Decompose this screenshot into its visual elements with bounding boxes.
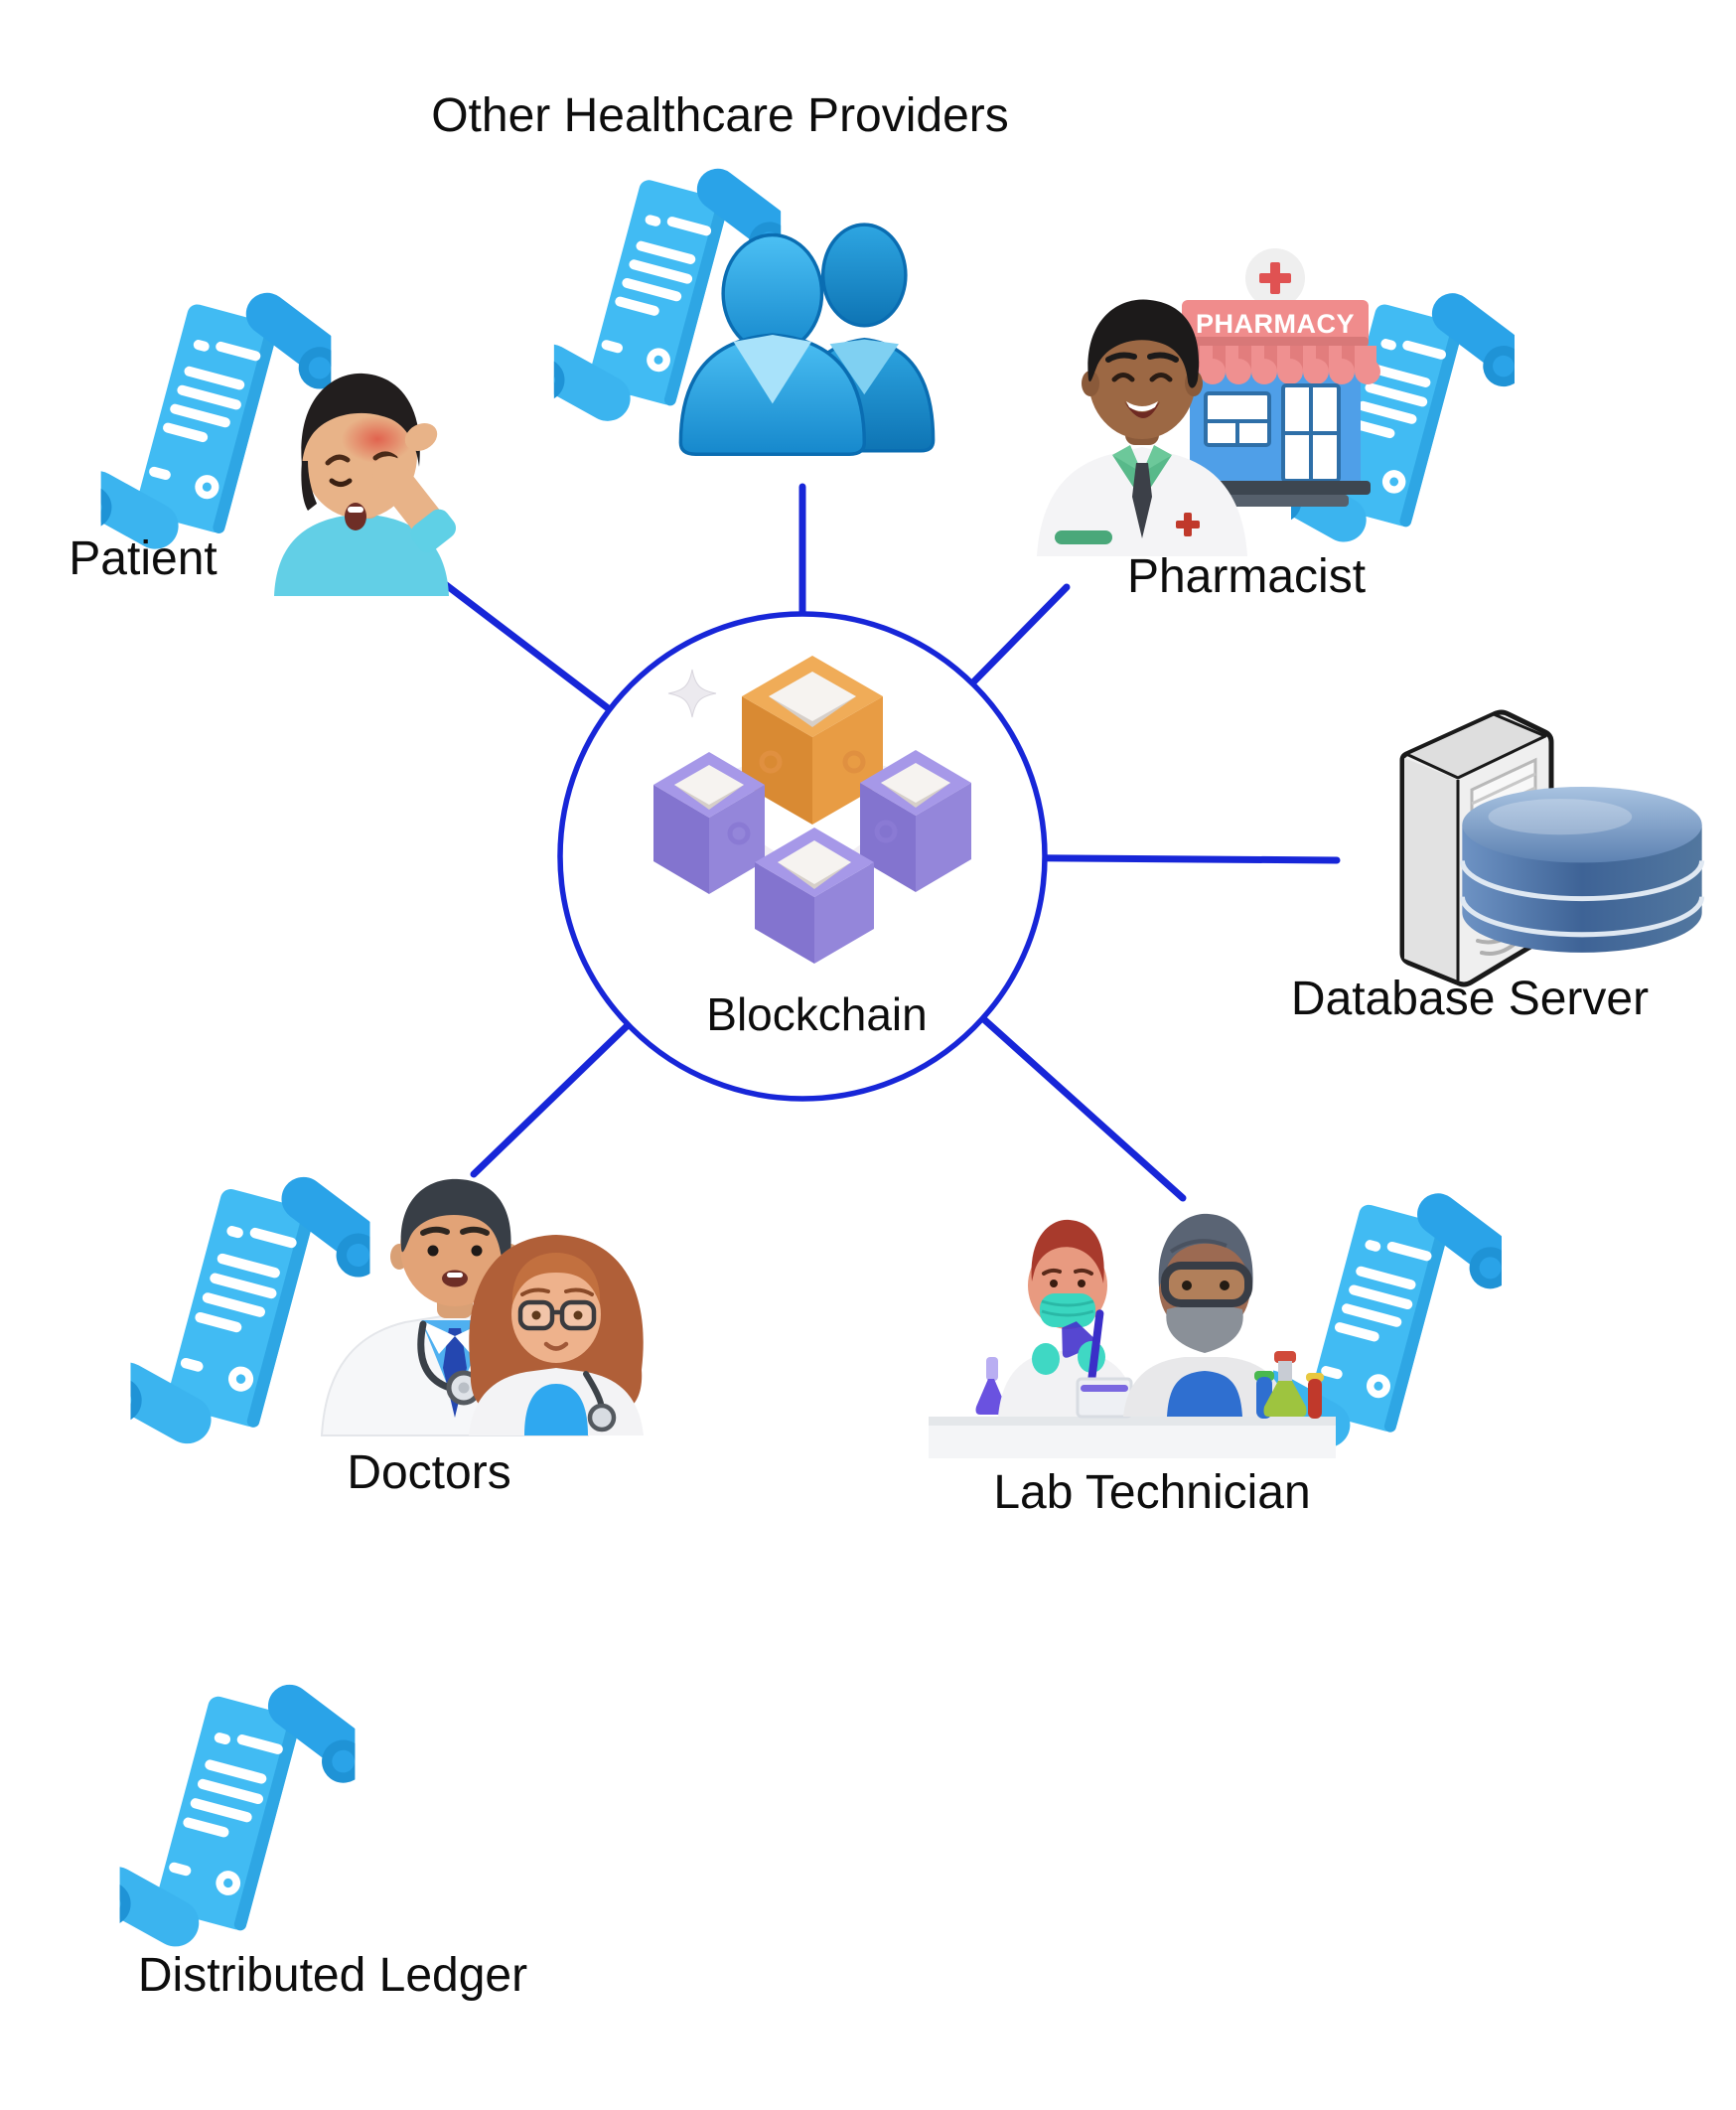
node-label-database-server: Database Server <box>1290 973 1650 1025</box>
node-label-doctors: Doctors <box>347 1446 511 1499</box>
node-label-other-healthcare-providers: Other Healthcare Providers <box>431 89 1009 142</box>
node-label-distributed-ledger: Distributed Ledger <box>137 1949 528 2002</box>
blockchain-cubes-icon <box>653 656 971 964</box>
database-cylinder-icon <box>1459 787 1705 953</box>
pharmacist-person-icon <box>1037 299 1247 556</box>
female-doctor-icon <box>469 1235 644 1435</box>
sparkle-icon <box>667 669 717 718</box>
blockchain-label: Blockchain <box>706 988 928 1040</box>
lab-technicians-icon <box>929 1213 1336 1458</box>
pharmacy-sign-text: PHARMACY <box>1196 309 1355 339</box>
node-label-pharmacist: Pharmacist <box>1126 550 1367 603</box>
patient-headache-icon <box>274 373 457 596</box>
purple-block-left <box>653 752 765 894</box>
purple-block-bottom <box>755 828 874 964</box>
node-label-patient: Patient <box>69 532 217 585</box>
users-icon <box>655 202 958 460</box>
node-label-lab-technician: Lab Technician <box>993 1466 1311 1519</box>
pharmacy-store-icon: PHARMACY <box>1174 248 1380 507</box>
ledger-scroll-icon <box>99 1683 375 1959</box>
